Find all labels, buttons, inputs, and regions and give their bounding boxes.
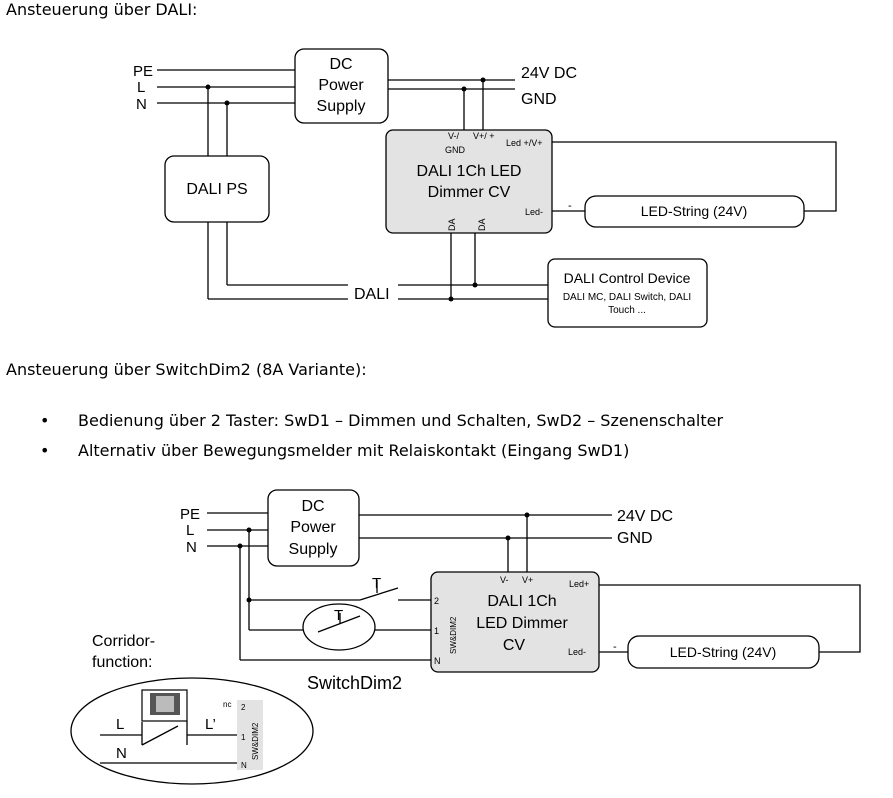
- junction-dot: [205, 84, 211, 90]
- dimmer2-pin-1: 1: [434, 626, 439, 636]
- dimmer2-title-line1: DALI 1Ch: [487, 593, 556, 610]
- led-string-label: LED-String (24V): [641, 203, 748, 219]
- junction-dot: [224, 100, 230, 106]
- diagram-dali: PE L N DC Power Supply 24V DC GND DALI P…: [133, 48, 837, 328]
- corridor-ellipse: [70, 677, 314, 785]
- pushbutton-contact-1: [359, 587, 399, 601]
- psu-line1: DC: [329, 56, 352, 73]
- dimmer2-pin-2: 2: [434, 596, 439, 606]
- dimmer-pin-ledplus: Led +/V+: [506, 138, 543, 148]
- psu2-line1: DC: [301, 498, 324, 515]
- led-string-box: [584, 195, 805, 228]
- dimmer2-pin-ledminus: Led-: [568, 647, 586, 657]
- corridor-relay-contact: [141, 725, 179, 746]
- corridor-l-label: L: [116, 716, 124, 733]
- dali-bus-label: DALI: [354, 286, 390, 303]
- section1-heading: Ansteuerung über DALI:: [6, 0, 198, 19]
- dimmer-pin-vminus: V-/: [448, 131, 460, 141]
- junction-dot: [472, 282, 478, 288]
- dimmer2-pin-vminus: V-: [500, 575, 509, 585]
- junction-dot: [237, 543, 243, 549]
- psu2-line2: Power: [290, 519, 336, 536]
- psu-line2: Power: [318, 77, 364, 94]
- led2-minus-sign: -: [613, 641, 617, 653]
- junction-dot: [480, 77, 486, 83]
- mains-pe-label: PE: [133, 63, 153, 80]
- corridor-pin-n: N: [241, 761, 247, 770]
- motion-sensor-lens: [156, 696, 174, 712]
- supply-24vdc-label: 24V DC: [521, 65, 577, 82]
- led-string-label-2: LED-String (24V): [670, 644, 777, 660]
- dimmer-pin-vplus: V+/ +: [473, 131, 495, 141]
- bullet-item-2: Alternativ über Bewegungsmelder mit Rela…: [78, 441, 630, 460]
- dimmer-title-line2: Dimmer CV: [428, 184, 511, 201]
- section2-heading: Ansteuerung über SwitchDim2 (8A Variante…: [6, 360, 367, 379]
- corridor-device-strip: [237, 700, 263, 770]
- control-device-line3: Touch ...: [608, 305, 646, 316]
- dali-ps-box: [164, 155, 270, 223]
- diagram-switchdim: PE L N DC Power Supply 24V DC GND T: [70, 489, 861, 785]
- corridor-side-label: SW&DIM2: [251, 722, 260, 760]
- dali-control-device-box: [547, 258, 708, 328]
- dimmer2-title-line2: LED Dimmer: [476, 615, 568, 632]
- junction-dot: [246, 597, 252, 603]
- mains-l-label: L: [137, 79, 145, 96]
- mains2-l-label: L: [186, 522, 194, 539]
- dimmer-pin-ledminus: Led-: [525, 207, 543, 217]
- junction-dot: [524, 512, 530, 518]
- wire2-ledplus: [599, 584, 861, 653]
- corridor-n-label: N: [116, 745, 127, 762]
- mains-n-label: N: [136, 96, 147, 113]
- wire-ledplus: [552, 141, 837, 212]
- dc-power-supply-box: [294, 48, 389, 124]
- junction-dot: [246, 527, 252, 533]
- control-device-title: DALI Control Device: [564, 270, 691, 286]
- psu2-line3: Supply: [289, 541, 338, 558]
- switchdim-label: SwitchDim2: [307, 673, 402, 693]
- control-device-line2: DALI MC, DALI Switch, DALI: [563, 292, 691, 303]
- dimmer-title-line1: DALI 1Ch LED: [417, 163, 522, 180]
- supply2-24vdc-label: 24V DC: [617, 508, 673, 525]
- dimmer-pin-gnd: GND: [445, 145, 466, 155]
- dali-dimmer-box: [385, 129, 553, 234]
- supply-gnd-label: GND: [521, 91, 557, 108]
- supply2-gnd-label: GND: [617, 530, 653, 547]
- corridor-title-line1: Corridor-: [92, 633, 155, 650]
- dimmer-pin-da2: DA: [477, 218, 487, 231]
- dali-ps-label: DALI PS: [186, 181, 247, 198]
- dimmer2-pin-n: N: [434, 656, 441, 666]
- junction-dot: [461, 86, 467, 92]
- bullet-marker-1: •: [40, 411, 50, 430]
- corridor-lprime-label: L’: [205, 716, 216, 733]
- dimmer-pin-da1: DA: [447, 218, 457, 231]
- mains2-n-label: N: [186, 539, 197, 556]
- psu-line3: Supply: [317, 98, 366, 115]
- corridor-title-line2: function:: [92, 654, 152, 671]
- junction-dot: [505, 535, 511, 541]
- bullet-item-1: Bedienung über 2 Taster: SwD1 – Dimmen u…: [78, 411, 724, 430]
- pushbutton-symbol-2: T: [334, 607, 343, 624]
- pushbutton-symbol-1: T: [372, 575, 381, 592]
- corridor-nc-label: nc: [223, 700, 231, 709]
- led-string-box-2: [627, 635, 820, 669]
- motion-sensor-ellipse: [302, 603, 376, 651]
- corridor-pin-1: 1: [241, 733, 246, 742]
- corridor-pin-2: 2: [241, 703, 246, 712]
- led-minus-sign: -: [568, 200, 572, 212]
- switchdim-dimmer-box: [430, 571, 600, 673]
- mains2-pe-label: PE: [180, 506, 200, 523]
- dimmer2-pin-vplus: V+: [522, 575, 533, 585]
- dimmer2-title-line3: CV: [503, 637, 526, 654]
- dimmer2-side-label: SW&DIM2: [449, 616, 458, 654]
- pushbutton-contact-2: [317, 615, 361, 633]
- dc-power-supply-box-2: [267, 489, 360, 567]
- dimmer2-pin-ledplus: Led+: [569, 579, 589, 589]
- bullet-marker-2: •: [40, 441, 50, 460]
- junction-dot: [448, 296, 454, 302]
